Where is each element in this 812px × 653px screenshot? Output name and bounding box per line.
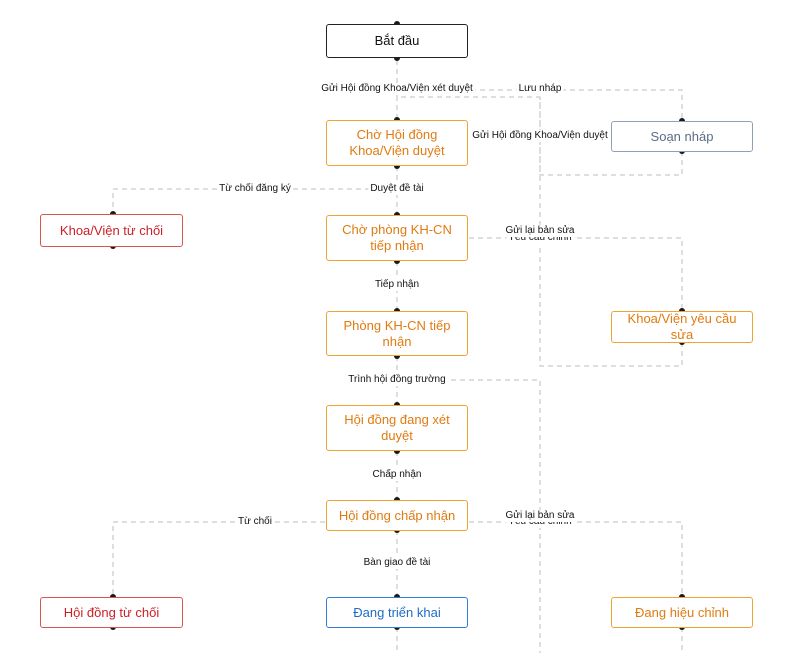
edge-label-send-council-from-draft: Gửi Hội đồng Khoa/Viện duyệt bbox=[470, 130, 610, 142]
node-faculty-reject[interactable]: Khoa/Viện từ chối bbox=[40, 214, 183, 247]
node-wait-council[interactable]: Chờ Hội đồng Khoa/Viện duyệt bbox=[326, 120, 468, 166]
edge-label-handover: Bàn giao đề tài bbox=[361, 557, 433, 569]
edge-label-save-draft: Lưu nháp bbox=[516, 83, 564, 95]
node-start-label: Bắt đầu bbox=[374, 33, 420, 48]
edge-label-resubmit-2: Gửi lại bản sửa bbox=[503, 510, 577, 522]
edge-faculty-reject bbox=[112, 188, 397, 214]
node-council-review[interactable]: Hội đồng đang xét duyệt bbox=[326, 405, 468, 451]
node-deploying-label: Đang triển khai bbox=[353, 604, 441, 620]
node-start[interactable]: Bắt đầu bbox=[326, 24, 468, 58]
edge-request-edit-1 bbox=[397, 237, 683, 311]
edge-label-reject-registration: Từ chối đăng ký bbox=[217, 183, 293, 195]
node-office-accept-label: Phòng KH-CN tiếp nhận bbox=[343, 317, 451, 349]
edge-request-edit-2 bbox=[397, 521, 683, 597]
node-council-accept-label: Hội đồng chấp nhận bbox=[338, 507, 456, 523]
node-council-accept[interactable]: Hội đồng chấp nhận bbox=[326, 500, 468, 531]
node-office-accept[interactable]: Phòng KH-CN tiếp nhận bbox=[326, 311, 468, 356]
edge-draft-to-council bbox=[397, 96, 683, 176]
edge-label-approve-topic: Duyệt đề tài bbox=[368, 183, 426, 195]
edge-label-receive: Tiếp nhận bbox=[372, 279, 422, 291]
node-council-reject[interactable]: Hội đồng từ chối bbox=[40, 597, 183, 628]
edge-label-submit-school-council: Trình hội đồng trường bbox=[346, 374, 448, 386]
edge-council-reject bbox=[112, 521, 397, 597]
node-draft-label: Soạn nháp bbox=[650, 128, 714, 144]
edge-label-reject: Từ chối bbox=[236, 516, 274, 528]
node-revising-label: Đang hiệu chỉnh bbox=[635, 604, 729, 620]
node-revising[interactable]: Đang hiệu chỉnh bbox=[611, 597, 753, 628]
node-faculty-reject-label: Khoa/Viện từ chối bbox=[59, 222, 164, 238]
node-wait-office-label: Chờ phòng KH-CN tiếp nhận bbox=[342, 222, 452, 253]
node-council-reject-label: Hội đồng từ chối bbox=[63, 604, 160, 620]
edge-label-resubmit-1: Gửi lại bản sửa bbox=[503, 225, 577, 237]
node-draft[interactable]: Soạn nháp bbox=[611, 121, 753, 152]
edge-label-accept: Chấp nhận bbox=[370, 469, 424, 481]
node-wait-council-label: Chờ Hội đồng Khoa/Viện duyệt bbox=[349, 127, 445, 158]
edge-label-send-council: Gửi Hội đồng Khoa/Viện xét duyệt bbox=[319, 83, 475, 95]
node-wait-office[interactable]: Chờ phòng KH-CN tiếp nhận bbox=[326, 215, 468, 261]
node-faculty-request-edit[interactable]: Khoa/Viện yêu cầu sửa bbox=[611, 311, 753, 343]
node-council-review-label: Hội đồng đang xét duyệt bbox=[344, 412, 450, 443]
node-deploying[interactable]: Đang triển khai bbox=[326, 597, 468, 628]
node-faculty-request-edit-label: Khoa/Viện yêu cầu sửa bbox=[627, 311, 737, 342]
